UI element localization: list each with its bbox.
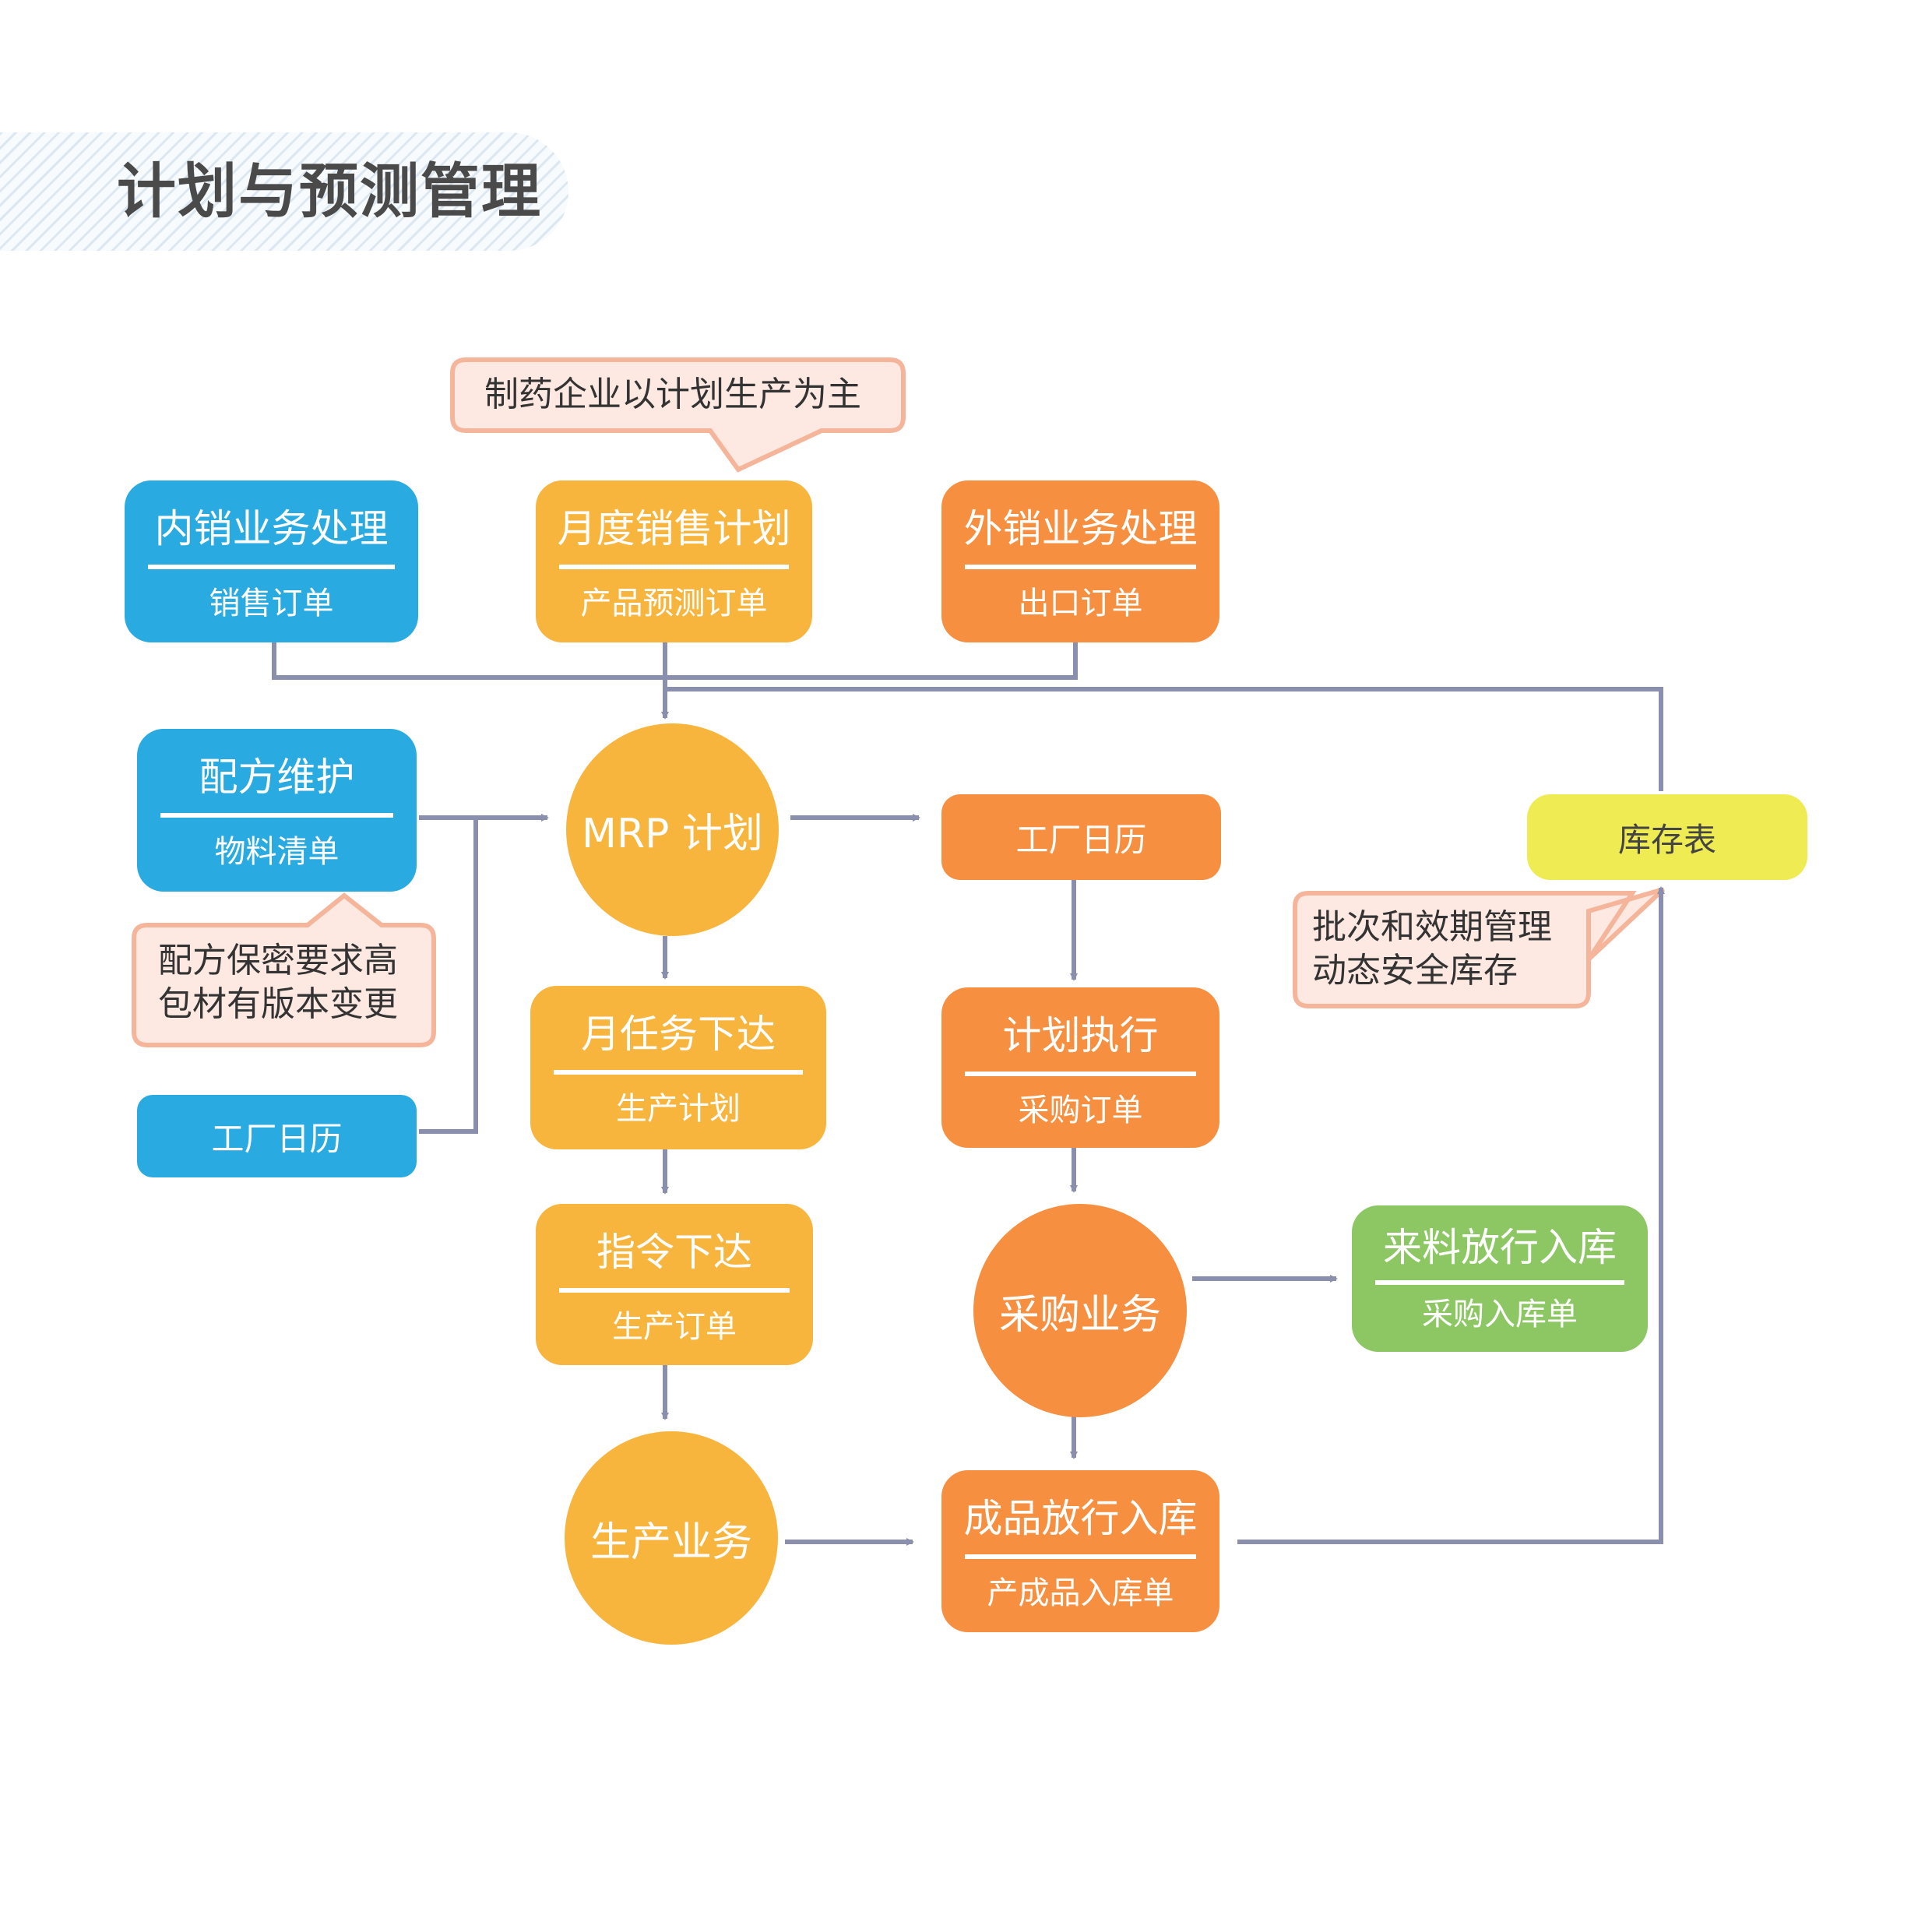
node-subtitle: 产成品入库单 (987, 1575, 1174, 1611)
connectors (272, 642, 1665, 1546)
node-inventory-table[interactable]: 库存表 (1527, 794, 1807, 880)
callout-formula-line1: 配方保密要求高 (158, 941, 398, 980)
node-title: 指令下达 (596, 1230, 752, 1275)
node-divider (160, 813, 393, 818)
node-label: MRP 计划 (582, 811, 763, 857)
connector-calendar-to-merge (419, 818, 478, 1134)
node-factory-calendar-right[interactable]: 工厂日历 (941, 794, 1221, 880)
node-divider (148, 565, 395, 569)
callout-batch-shape (1293, 887, 1666, 1008)
node-label: 采购业务 (998, 1291, 1161, 1339)
node-subtitle: 生产订单 (612, 1309, 737, 1345)
node-subtitle: 销售订单 (209, 586, 334, 621)
node-subtitle: 出口订单 (1018, 586, 1143, 621)
page-title: 计划与预测管理 (117, 157, 542, 226)
node-title: 成品放行入库 (963, 1496, 1198, 1541)
node-divider (559, 565, 789, 569)
node-production[interactable]: 生产业务 (565, 1431, 778, 1645)
node-label: 库存表 (1617, 820, 1716, 859)
callout-batch-line1: 批次和效期管理 (1312, 907, 1552, 947)
node-subtitle: 生产计划 (616, 1091, 741, 1127)
callout-formula-line2: 包材有版本变更 (158, 984, 398, 1024)
node-label: 生产业务 (589, 1519, 752, 1566)
node-divider (965, 1072, 1196, 1076)
connector-domestic-to-merge (272, 642, 1078, 680)
node-mrp-plan[interactable]: MRP 计划 (566, 723, 779, 936)
callout-formula-shape (132, 892, 436, 1047)
node-title: 配方维护 (199, 755, 355, 800)
node-instruction[interactable]: 指令下达 生产订单 (536, 1204, 813, 1365)
node-label: 工厂日历 (1015, 820, 1147, 859)
node-plan-execution[interactable]: 计划执行 采购订单 (941, 987, 1219, 1148)
node-divider (1375, 1280, 1624, 1285)
connector-inventory-to-mrp (665, 687, 1663, 791)
node-title: 内销业务处理 (154, 506, 389, 551)
node-finished-release[interactable]: 成品放行入库 产成品入库单 (941, 1470, 1219, 1632)
connector-finished-to-inventory (1237, 886, 1665, 1544)
node-subtitle: 物料清单 (214, 834, 340, 870)
title-band (0, 132, 568, 251)
callout-batch-line2: 动态安全库存 (1312, 951, 1518, 991)
node-divider (554, 1070, 803, 1075)
node-incoming-release[interactable]: 来料放行入库 采购入库单 (1352, 1205, 1648, 1352)
node-title: 月任务下达 (581, 1012, 776, 1057)
node-divider (965, 565, 1196, 569)
node-subtitle: 采购订单 (1018, 1093, 1143, 1128)
node-domestic-sales[interactable]: 内销业务处理 销售订单 (125, 480, 418, 642)
node-divider (559, 1288, 790, 1293)
callout-top-shape (450, 357, 906, 473)
node-subtitle: 采购入库单 (1422, 1297, 1578, 1332)
node-formula-maintenance[interactable]: 配方维护 物料清单 (137, 729, 417, 892)
node-purchasing[interactable]: 采购业务 (973, 1204, 1187, 1417)
node-title: 计划执行 (1002, 1013, 1159, 1058)
node-title: 来料放行入库 (1383, 1225, 1617, 1270)
node-divider (965, 1554, 1196, 1559)
callout-top-text: 制药企业以计划生产为主 (484, 375, 861, 414)
node-subtitle: 产品预测订单 (580, 586, 768, 621)
node-factory-calendar-left[interactable]: 工厂日历 (137, 1095, 417, 1177)
node-monthly-sales-plan[interactable]: 月度销售计划 产品预测订单 (536, 480, 812, 642)
node-export-sales[interactable]: 外销业务处理 出口订单 (941, 480, 1219, 642)
node-title: 月度销售计划 (557, 506, 791, 551)
node-monthly-task[interactable]: 月任务下达 生产计划 (530, 986, 826, 1149)
node-title: 外销业务处理 (963, 506, 1198, 551)
node-label: 工厂日历 (211, 1119, 343, 1158)
